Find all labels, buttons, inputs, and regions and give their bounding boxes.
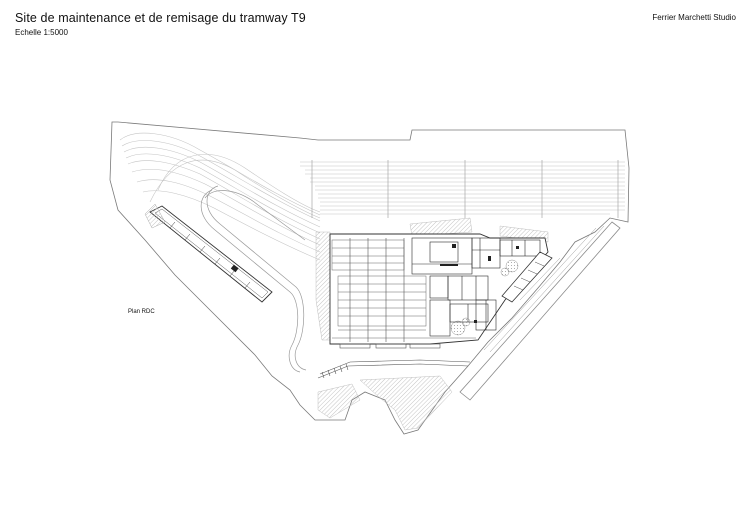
- landscape-hatch: [315, 217, 549, 431]
- east-road: [483, 225, 605, 353]
- main-building: [329, 233, 549, 345]
- linear-building: [144, 203, 273, 303]
- parking-strip: [321, 363, 349, 379]
- south-platforms: [317, 343, 471, 379]
- studio-credit: Ferrier Marchetti Studio: [652, 13, 736, 22]
- drawing-title: Site de maintenance et de remisage du tr…: [15, 11, 306, 25]
- depot-tracks: [300, 161, 625, 215]
- curved-tracks: [119, 132, 321, 261]
- scale-label: Echelle 1:5000: [15, 28, 68, 37]
- plan-label: Plan RDC: [128, 309, 155, 315]
- track-posts: [311, 160, 619, 218]
- trees: [450, 259, 519, 336]
- loop-track: [200, 185, 307, 373]
- diagonal-wing: [501, 251, 553, 303]
